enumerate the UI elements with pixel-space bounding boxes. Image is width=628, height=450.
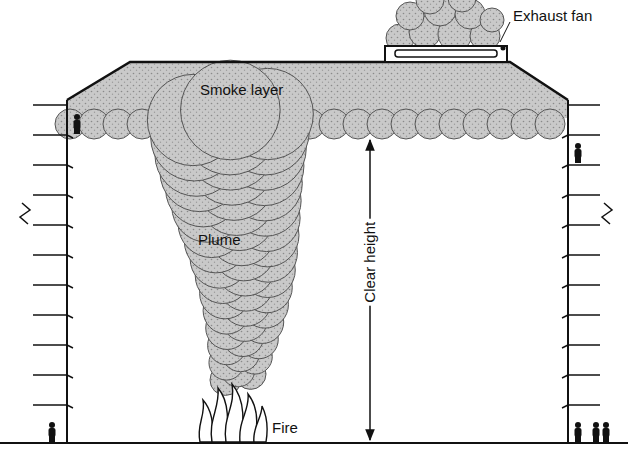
leader-line	[500, 22, 510, 42]
left-wall	[66, 100, 68, 443]
smoke-puff	[181, 60, 281, 160]
balcony-edge	[562, 225, 568, 228]
person-head	[603, 422, 609, 428]
person-legs	[74, 128, 80, 134]
balcony-edge	[562, 255, 568, 258]
roof-outline	[67, 62, 568, 100]
balcony-floor	[33, 194, 67, 196]
balcony-edge	[562, 165, 568, 168]
person-legs	[603, 436, 609, 442]
balcony-floor	[568, 164, 600, 166]
balcony-edge	[67, 315, 73, 318]
balcony-floor	[568, 374, 600, 376]
balcony-floor	[568, 224, 600, 226]
balcony-edge	[67, 225, 73, 228]
balcony-edge	[562, 345, 568, 348]
exhaust-fan-housing	[385, 46, 507, 62]
plume-label: Plume	[198, 232, 241, 249]
break-symbol	[20, 203, 30, 224]
balcony-edge	[562, 195, 568, 198]
person-body	[603, 428, 610, 437]
balcony-floor	[33, 314, 67, 316]
balcony-floor	[33, 254, 67, 256]
balcony-floor	[568, 344, 600, 346]
balcony-floor	[33, 164, 67, 166]
person-body	[49, 428, 56, 437]
balcony-edge	[562, 135, 568, 138]
smoke-puff	[535, 109, 565, 139]
balcony-floor	[33, 374, 67, 376]
right-wall	[567, 100, 569, 443]
person-head	[575, 422, 581, 428]
smoke-puff	[416, 0, 444, 14]
person-head	[575, 143, 581, 149]
balcony-floor	[33, 104, 67, 106]
person-body	[593, 428, 600, 437]
balcony-floor	[568, 314, 600, 316]
balcony-floor	[568, 254, 600, 256]
balcony-edge	[562, 285, 568, 288]
person-legs	[49, 436, 55, 442]
balcony-floor	[568, 284, 600, 286]
person-head	[74, 114, 80, 120]
balcony-floor	[568, 194, 600, 196]
person-body	[575, 149, 582, 158]
person-body	[74, 120, 81, 129]
fire-label: Fire	[272, 420, 298, 437]
person-legs	[593, 436, 599, 442]
balcony-floor	[33, 134, 67, 136]
balcony-floor	[568, 404, 600, 406]
person-head	[593, 422, 599, 428]
balcony-edge	[67, 255, 73, 258]
balcony-edge	[67, 165, 73, 168]
person-legs	[575, 436, 581, 442]
balcony-edge	[562, 315, 568, 318]
balcony-floor	[33, 284, 67, 286]
balcony-floor	[33, 224, 67, 226]
balcony-edge	[562, 405, 568, 408]
break-symbol	[602, 203, 612, 224]
balcony-edge	[67, 195, 73, 198]
person-head	[49, 422, 55, 428]
smoke-puff	[448, 0, 476, 12]
balcony-edge	[67, 135, 73, 138]
balcony-floor	[568, 134, 600, 136]
occupants	[49, 114, 610, 442]
fan-motor	[501, 46, 506, 51]
smoke-puff	[480, 8, 504, 32]
clear-height-label: Clear height	[362, 219, 379, 306]
balcony-floors	[33, 105, 600, 408]
smoke-layer-label: Smoke layer	[200, 82, 283, 99]
balcony-edge	[67, 375, 73, 378]
person-body	[575, 428, 582, 437]
balcony-edge	[67, 285, 73, 288]
fan-blade	[395, 50, 497, 57]
fire-flames	[199, 384, 267, 442]
smoke-clouds	[55, 0, 568, 395]
person-legs	[575, 157, 581, 163]
fan-label: Exhaust fan	[513, 8, 592, 25]
floor-line	[0, 442, 628, 444]
balcony-floor	[568, 104, 600, 106]
balcony-edge	[562, 375, 568, 378]
balcony-edge	[67, 405, 73, 408]
balcony-floor	[33, 344, 67, 346]
balcony-edge	[67, 345, 73, 348]
balcony-floor	[33, 404, 67, 406]
